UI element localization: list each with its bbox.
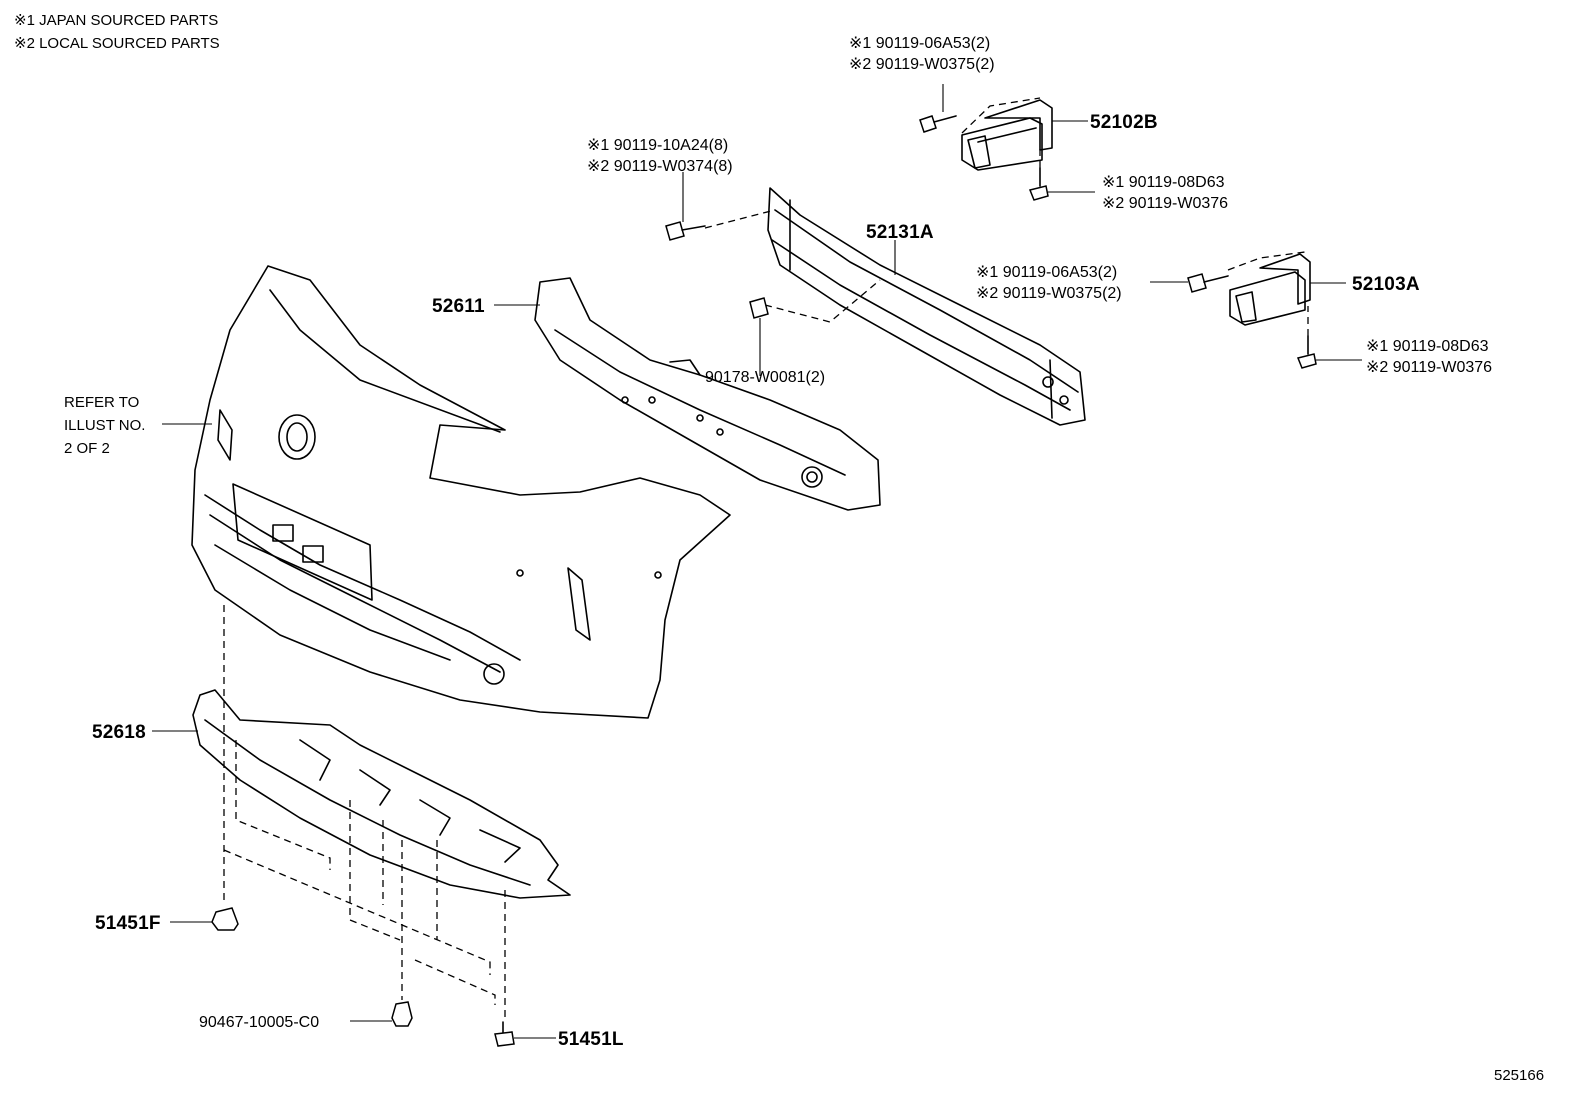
clip-icon <box>350 1001 413 1027</box>
bolt-icon <box>919 84 957 133</box>
part-number-90467: 90467-10005-C0 <box>199 1014 319 1031</box>
part-number-52611: 52611 <box>432 296 485 317</box>
bumper-cover <box>191 265 731 719</box>
callout-bolt-local: ※2 90119-W0374(8) <box>587 158 733 175</box>
callout-bolt-local: ※2 90119-W0376 <box>1366 359 1492 376</box>
part-number-52131a: 52131A <box>866 222 934 243</box>
callout-bolt-japan: ※1 90119-06A53(2) <box>849 35 990 52</box>
bolt-icon <box>494 1021 556 1047</box>
absorber-52611 <box>534 277 881 511</box>
callout-bolt-japan: ※1 90119-08D63 <box>1366 338 1489 355</box>
part-number-52618: 52618 <box>92 722 146 743</box>
under-cover-52618 <box>192 689 571 899</box>
refer-note-line: REFER TO <box>64 394 139 411</box>
dashed-guide <box>223 605 506 1022</box>
part-number-52103a: 52103A <box>1352 274 1420 295</box>
part-number-51451f: 51451F <box>95 913 161 934</box>
legend-local-sourced: ※2 LOCAL SOURCED PARTS <box>14 35 220 52</box>
callout-bolt-japan: ※1 90119-06A53(2) <box>976 264 1117 281</box>
callout-bolt-local: ※2 90119-W0376 <box>1102 195 1228 212</box>
bracket-52103a <box>1227 251 1311 326</box>
bolt-icon <box>665 172 706 241</box>
legend-japan-sourced: ※1 JAPAN SOURCED PARTS <box>14 12 218 29</box>
clip-icon <box>170 907 239 931</box>
part-number-52102b: 52102B <box>1090 112 1158 133</box>
refer-note-line: 2 OF 2 <box>64 440 110 457</box>
callout-bolt-japan: ※1 90119-10A24(8) <box>587 137 728 154</box>
nut-icon <box>749 297 769 376</box>
dashed-guide <box>764 279 881 323</box>
callout-bolt-japan: ※1 90119-08D63 <box>1102 174 1225 191</box>
bolt-icon <box>1296 306 1362 369</box>
bolt-icon <box>1028 146 1095 201</box>
illustration-id: 525166 <box>1494 1067 1544 1084</box>
reinforcement-52131a <box>767 187 1086 426</box>
bracket-52102b <box>961 97 1053 171</box>
callout-bolt-local: ※2 90119-W0375(2) <box>849 56 995 73</box>
bolt-icon <box>1150 273 1229 293</box>
part-number-51451l: 51451L <box>558 1029 624 1050</box>
callout-bolt-local: ※2 90119-W0375(2) <box>976 285 1122 302</box>
part-number-90178: 90178-W0081(2) <box>705 369 825 386</box>
refer-note-line: ILLUST NO. <box>64 417 145 434</box>
dashed-guide <box>704 209 776 229</box>
